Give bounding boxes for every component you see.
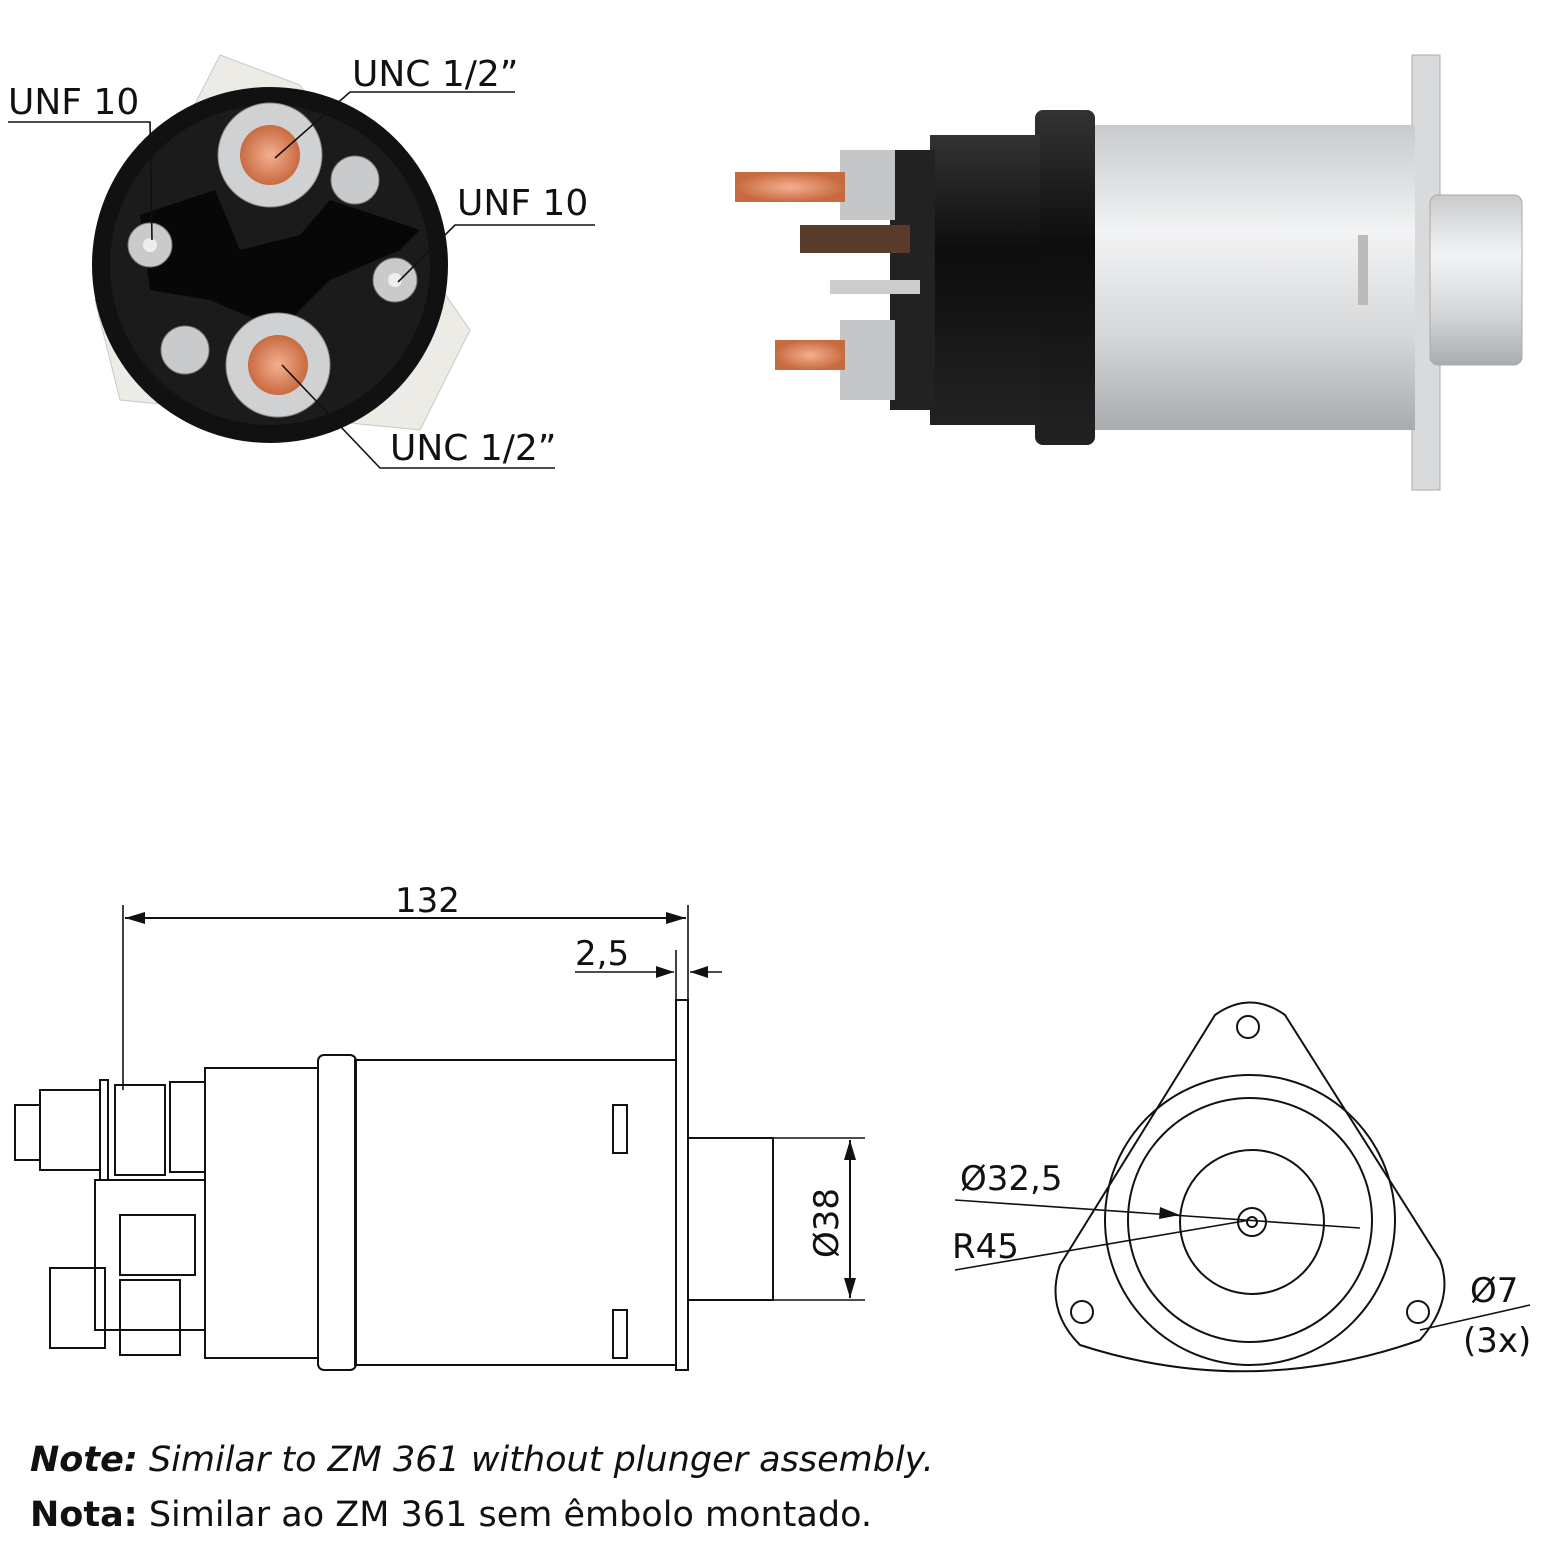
dimension-2-5: 2,5 [575, 934, 629, 974]
dimension-diameter-38: Ø38 [807, 1188, 847, 1258]
terminal-stud-top [217, 102, 323, 208]
callout-unc-bottom: UNC 1/2” [281, 364, 556, 469]
note-text-pt: Similar ao ZM 361 sem êmbolo montado. [137, 1495, 872, 1535]
svg-text:UNC 1/2”: UNC 1/2” [390, 428, 556, 469]
dimension-diameter-32-5: Ø32,5 [960, 1159, 1062, 1199]
note-text-en: Similar to ZM 361 without plunger assemb… [137, 1440, 934, 1480]
note-english: Note: Similar to ZM 361 without plunger … [30, 1440, 934, 1480]
end-view-drawing: Ø32,5 R45 Ø7 (3x) [952, 1001, 1531, 1373]
callout-unf-right: UNF 10 [397, 183, 595, 283]
note-label-en: Note: [30, 1440, 138, 1480]
side-view-photo [735, 54, 1523, 491]
dimension-diameter-7: Ø7 [1470, 1271, 1518, 1311]
callout-unc-top: UNC 1/2” [274, 54, 518, 159]
note-label-pt: Nota: [30, 1495, 138, 1535]
svg-text:UNC 1/2”: UNC 1/2” [352, 54, 518, 95]
svg-text:UNF 10: UNF 10 [8, 82, 139, 123]
hole-count: (3x) [1463, 1321, 1531, 1361]
note-portuguese: Nota: Similar ao ZM 361 sem êmbolo monta… [30, 1495, 872, 1535]
end-view-photo [92, 54, 471, 443]
terminal-stud-bottom [225, 312, 331, 418]
dimension-132: 132 [395, 881, 460, 921]
svg-text:UNF 10: UNF 10 [457, 183, 588, 224]
side-view-drawing: 132 2,5 Ø38 [14, 881, 865, 1371]
callout-unf-left: UNF 10 [8, 82, 153, 241]
dimension-r45: R45 [952, 1227, 1019, 1267]
